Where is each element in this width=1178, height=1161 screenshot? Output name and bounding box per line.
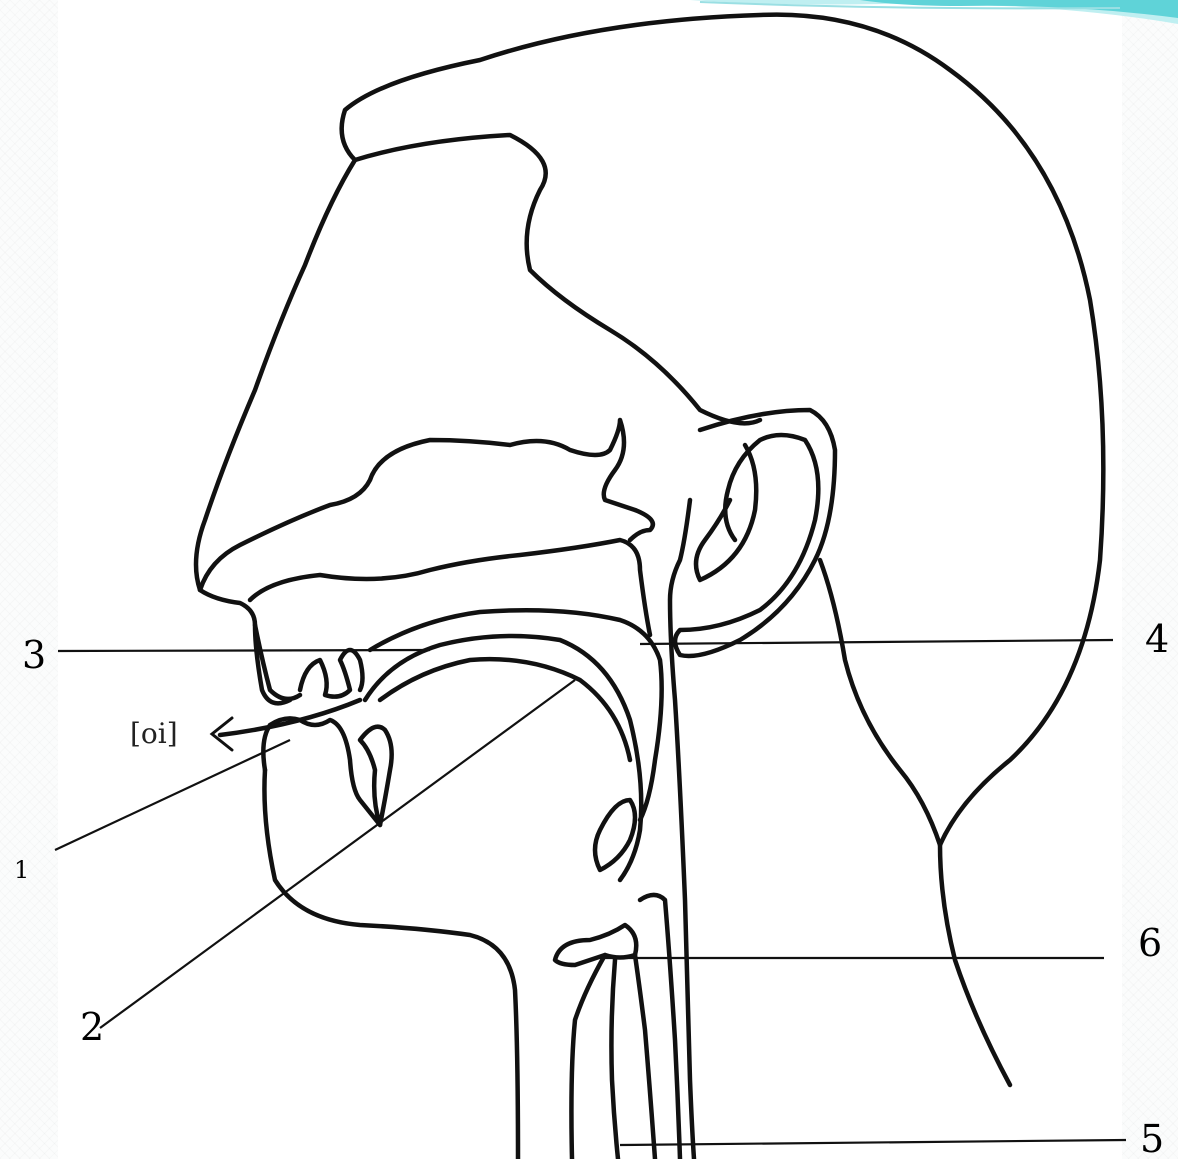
corner-banner	[690, 0, 1178, 24]
leader-lines	[55, 640, 1126, 1145]
chin-outline	[264, 770, 518, 1159]
label-2: 2	[80, 1008, 104, 1046]
leader-line-4	[640, 640, 1113, 644]
neck-back	[820, 560, 1010, 1085]
sound-label-oi: [oi]	[130, 720, 178, 748]
epiglottis	[595, 800, 635, 870]
pharynx-back-wall	[670, 500, 694, 1159]
leader-line-1	[55, 740, 290, 850]
label-4: 4	[1145, 620, 1169, 658]
leader-line-3	[58, 650, 430, 651]
label-5: 5	[1140, 1120, 1164, 1158]
tongue-upper	[380, 659, 630, 760]
oral-roof	[250, 540, 650, 635]
lower-teeth	[360, 727, 392, 825]
leader-line-5	[620, 1140, 1126, 1145]
vocal-fold	[611, 960, 618, 1159]
label-6: 6	[1138, 924, 1162, 962]
label-3: 3	[22, 636, 46, 674]
soft-palate	[370, 610, 662, 820]
upper-teeth	[300, 650, 363, 697]
trachea-back	[635, 955, 655, 1159]
trachea-front	[571, 955, 605, 1159]
tongue	[365, 636, 641, 880]
ear-outer	[675, 410, 835, 656]
nasal-passage	[355, 135, 760, 423]
hard-palate	[200, 420, 653, 590]
label-1: 1	[14, 858, 29, 882]
